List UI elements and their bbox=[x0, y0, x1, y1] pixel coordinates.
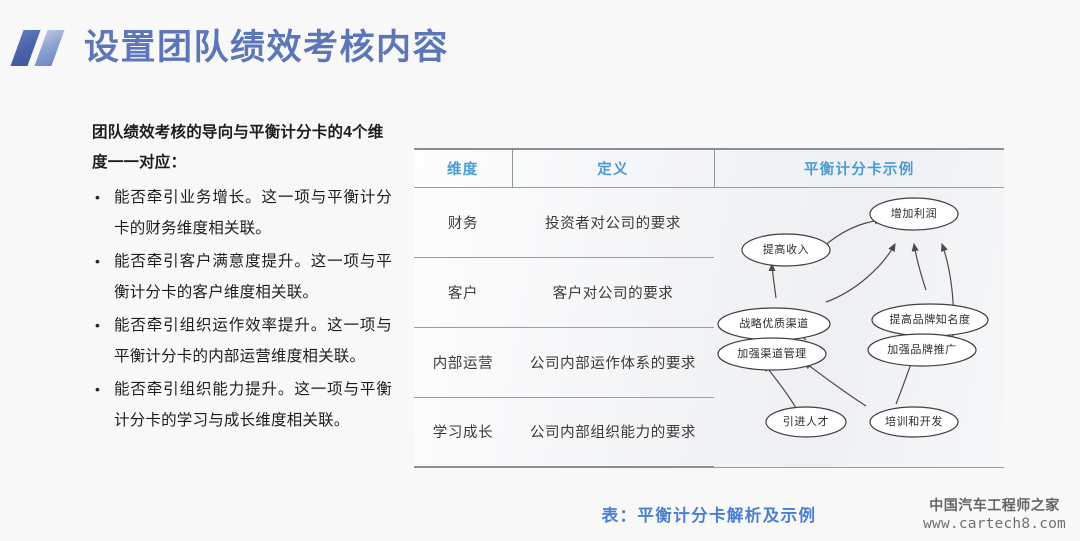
edge-brandpromo-to-profit bbox=[941, 242, 955, 342]
node-label-brand-know: 提高品牌知名度 bbox=[889, 311, 970, 325]
table-row: 内部运营 公司内部运作体系的要求 bbox=[414, 327, 1004, 398]
diagram-edges bbox=[763, 216, 955, 408]
title-slash-mark-secondary-icon bbox=[34, 30, 65, 66]
page-title: 设置团队绩效考核内容 bbox=[84, 27, 450, 67]
node-label-training: 培训和开发 bbox=[885, 413, 943, 427]
watermark-site-name: 中国汽车工程师之家 bbox=[929, 499, 1060, 514]
list-item: • 能否牵引业务增长。这一项与平衡计分卡的财务维度相关联。 bbox=[92, 182, 392, 244]
node-label-channel-mg: 加强渠道管理 bbox=[737, 345, 807, 359]
bullet-marker-icon: • bbox=[95, 253, 100, 269]
lead-paragraph: 团队绩效考核的导向与平衡计分卡的4个维度一一对应： bbox=[92, 124, 384, 171]
node-label-profit: 增加利润 bbox=[891, 205, 937, 219]
edge-brandknow-to-profit bbox=[911, 242, 927, 290]
cell-dimension: 财务 bbox=[414, 187, 512, 258]
node-label-talent: 引进人才 bbox=[783, 413, 829, 427]
cell-definition: 投资者对公司的要求 bbox=[512, 187, 714, 258]
diagram-node-labels: 增加利润 提高收入 战略优质渠道 提高品牌知名度 加强渠道管理 加强品牌推广 引… bbox=[737, 205, 970, 427]
edge-channelmg-to-channel bbox=[779, 312, 807, 340]
bsc-strategy-map-diagram: 增加利润 提高收入 战略优质渠道 提高品牌知名度 加强渠道管理 加强品牌推广 引… bbox=[717, 196, 989, 438]
node-brand-know bbox=[871, 302, 989, 337]
body-text-column: 团队绩效考核的导向与平衡计分卡的4个维度一一对应： • 能否牵引业务增长。这一项… bbox=[92, 118, 392, 438]
edge-training-to-brandpromo bbox=[895, 354, 915, 404]
edge-revenue-to-profit bbox=[821, 216, 884, 248]
edge-training-to-channelmg bbox=[803, 360, 867, 407]
edge-channel-to-revenue bbox=[768, 262, 777, 298]
list-item: • 能否牵引组织运作效率提升。这一项与平衡计分卡的内部运营维度相关联。 bbox=[92, 310, 392, 372]
list-item: • 能否牵引组织能力提升。这一项与平衡计分卡的学习与成长维度相关联。 bbox=[92, 374, 392, 436]
cell-definition: 公司内部组织能力的要求 bbox=[512, 397, 714, 468]
node-label-revenue: 提高收入 bbox=[763, 241, 809, 255]
list-item-text: 能否牵引组织运作效率提升。这一项与平衡计分卡的内部运营维度相关联。 bbox=[114, 317, 392, 365]
watermark-url: www.cartech8.com bbox=[923, 516, 1066, 532]
list-item: • 能否牵引客户满意度提升。这一项与平衡计分卡的客户维度相关联。 bbox=[92, 246, 392, 308]
table-row: 客户 客户对公司的要求 bbox=[414, 257, 1004, 328]
table-header-row: 维度 定义 平衡计分卡示例 bbox=[414, 148, 1004, 188]
column-header-dimension: 维度 bbox=[414, 148, 513, 188]
edge-brandpromo-to-brandknow bbox=[909, 310, 923, 338]
cell-definition: 公司内部运作体系的要求 bbox=[512, 327, 714, 398]
list-item-text: 能否牵引组织能力提升。这一项与平衡计分卡的学习与成长维度相关联。 bbox=[114, 381, 392, 429]
title-accent-marks bbox=[10, 28, 70, 66]
bullet-marker-icon: • bbox=[95, 317, 100, 333]
list-item-text: 能否牵引客户满意度提升。这一项与平衡计分卡的客户维度相关联。 bbox=[114, 253, 392, 301]
cell-dimension: 客户 bbox=[414, 257, 512, 328]
node-label-channel: 战略优质渠道 bbox=[739, 315, 809, 329]
cell-definition: 客户对公司的要求 bbox=[512, 257, 714, 328]
table-row: 财务 投资者对公司的要求 bbox=[414, 187, 1004, 468]
bullet-marker-icon: • bbox=[95, 189, 100, 205]
watermark: 中国汽车工程师之家 www.cartech8.com bbox=[923, 498, 1066, 533]
node-training bbox=[869, 405, 959, 438]
table-row: 学习成长 公司内部组织能力的要求 bbox=[414, 397, 1004, 468]
node-channel-mg bbox=[717, 336, 827, 371]
node-talent bbox=[765, 405, 847, 438]
bsc-strategy-map-cell: 增加利润 提高收入 战略优质渠道 提高品牌知名度 加强渠道管理 加强品牌推广 引… bbox=[714, 187, 1004, 468]
node-channel bbox=[717, 306, 831, 341]
list-item-text: 能否牵引业务增长。这一项与平衡计分卡的财务维度相关联。 bbox=[114, 189, 392, 237]
bullet-list: • 能否牵引业务增长。这一项与平衡计分卡的财务维度相关联。 • 能否牵引客户满意… bbox=[92, 182, 392, 436]
diagram-nodes bbox=[717, 196, 989, 438]
slide-title-bar: 设置团队绩效考核内容 bbox=[0, 18, 1080, 76]
bullet-marker-icon: • bbox=[95, 381, 100, 397]
column-header-definition: 定义 bbox=[512, 148, 715, 188]
bsc-table-panel: 维度 定义 平衡计分卡示例 财务 投资者对公司的要求 bbox=[414, 148, 1004, 468]
bsc-table: 维度 定义 平衡计分卡示例 财务 投资者对公司的要求 bbox=[414, 148, 1004, 468]
node-brand-promo bbox=[867, 332, 977, 367]
edge-talent-to-channelmg bbox=[763, 362, 797, 408]
node-profit bbox=[869, 196, 959, 231]
edge-channel-to-profit bbox=[825, 242, 896, 303]
cell-dimension: 内部运营 bbox=[414, 327, 512, 398]
column-header-example: 平衡计分卡示例 bbox=[714, 148, 1004, 188]
table-caption: 表：平衡计分卡解析及示例 bbox=[601, 507, 817, 525]
cell-dimension: 学习成长 bbox=[414, 397, 512, 468]
node-revenue bbox=[741, 232, 831, 267]
node-label-brand-promo: 加强品牌推广 bbox=[887, 341, 957, 355]
